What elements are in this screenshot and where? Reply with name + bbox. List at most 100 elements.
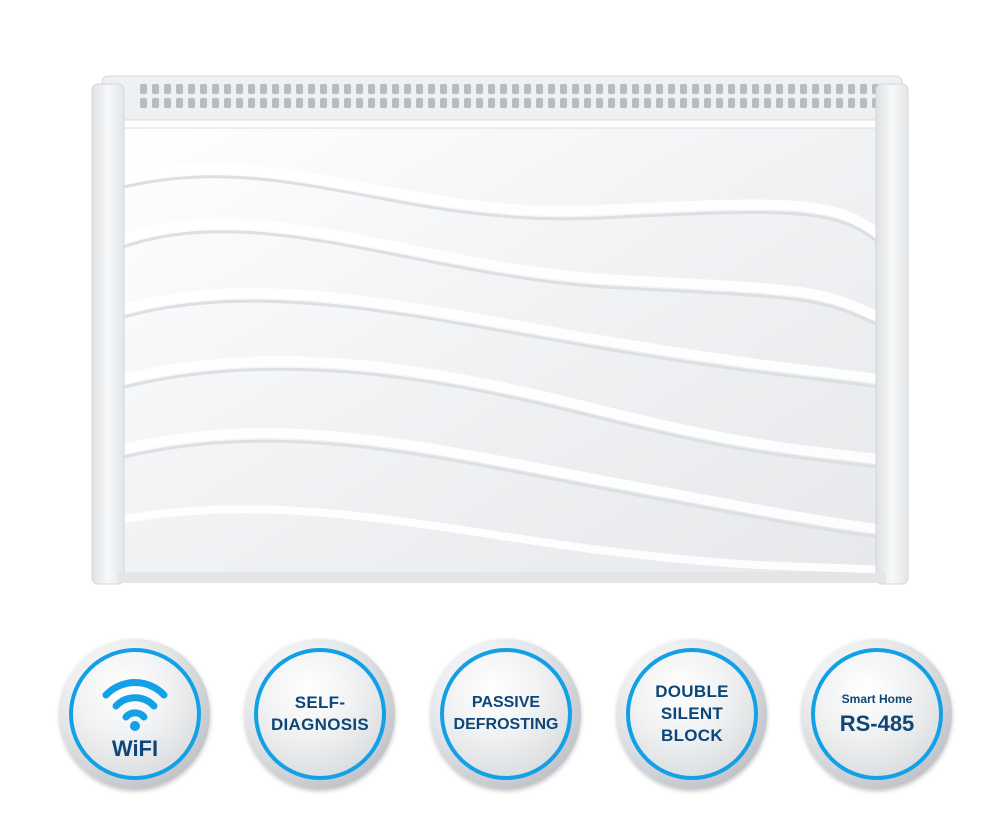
vent-slot — [392, 84, 399, 94]
vent-slot — [692, 84, 699, 94]
vent-slot — [704, 84, 711, 94]
vent-slot — [356, 98, 363, 108]
vent-slot — [680, 84, 687, 94]
vent-slot — [344, 84, 351, 94]
vent-slot — [392, 98, 399, 108]
vent-slot — [596, 84, 603, 94]
vent-slot — [488, 98, 495, 108]
vent-slot — [284, 98, 291, 108]
vent-slot — [644, 84, 651, 94]
product-image — [91, 75, 909, 585]
vent-slot — [512, 84, 519, 94]
badge-line: DIAGNOSIS — [270, 715, 370, 734]
vent-slot — [272, 98, 279, 108]
vent-slot — [608, 98, 615, 108]
vent-slot — [428, 84, 435, 94]
vent-slot — [404, 98, 411, 108]
vent-slot — [248, 98, 255, 108]
vent-slot — [824, 98, 831, 108]
vent-slot — [404, 84, 411, 94]
vent-slot — [440, 98, 447, 108]
vent-slot — [140, 84, 147, 94]
vent-slot — [848, 84, 855, 94]
vent-slot — [500, 98, 507, 108]
vent-slot — [728, 98, 735, 108]
vent-slot — [836, 84, 843, 94]
vent-slot — [680, 98, 687, 108]
vent-slot — [380, 98, 387, 108]
badge-line: SELF- — [294, 693, 346, 712]
vent-slot — [704, 98, 711, 108]
vent-slot — [788, 98, 795, 108]
vent-slot — [428, 98, 435, 108]
vent-slot — [188, 84, 195, 94]
vent-slot — [740, 98, 747, 108]
vent-slot — [296, 98, 303, 108]
wifi-icon — [102, 679, 168, 731]
vent-slot — [668, 98, 675, 108]
vent-slot — [176, 84, 183, 94]
wifi-label: WiFI — [111, 736, 159, 761]
vent-slot — [248, 84, 255, 94]
vent-slot — [560, 98, 567, 108]
vent-slot — [596, 98, 603, 108]
vent-slot — [548, 84, 555, 94]
vent-slot — [572, 98, 579, 108]
vent-slot — [824, 84, 831, 94]
vent-slot — [728, 84, 735, 94]
vent-slot — [332, 98, 339, 108]
vent-slot — [200, 98, 207, 108]
vent-slot — [752, 84, 759, 94]
feature-badge-wifi: WiFI — [60, 639, 210, 789]
vent-slot — [740, 84, 747, 94]
vent-slot — [584, 98, 591, 108]
vent-slot — [308, 84, 315, 94]
rs485-label: RS-485 — [839, 711, 915, 736]
vent-slot — [584, 84, 591, 94]
vent-slot — [212, 98, 219, 108]
vent-slot — [524, 98, 531, 108]
vent-slot — [476, 84, 483, 94]
vent-slot — [536, 84, 543, 94]
vent-slot — [500, 84, 507, 94]
vent-slot — [812, 84, 819, 94]
vent-slot — [188, 98, 195, 108]
badge-line: DEFROSTING — [453, 716, 559, 733]
vent-slot — [164, 84, 171, 94]
vent-slot — [344, 98, 351, 108]
vent-slot — [464, 98, 471, 108]
vent-slot — [452, 98, 459, 108]
vent-slot — [812, 98, 819, 108]
vent-slot — [368, 98, 375, 108]
vent-slot — [320, 98, 327, 108]
vent-slot — [692, 98, 699, 108]
vent-slot — [764, 98, 771, 108]
badge-line: PASSIVE — [471, 694, 541, 711]
vent-slot — [860, 98, 867, 108]
top-vent-grille — [140, 84, 879, 108]
badge-line: SILENT — [660, 704, 724, 723]
vent-slot — [272, 84, 279, 94]
vent-slot — [452, 84, 459, 94]
vent-slot — [260, 84, 267, 94]
vent-slot — [152, 84, 159, 94]
feature-badge-smart-home: Smart Home RS-485 — [802, 639, 952, 789]
vent-slot — [212, 84, 219, 94]
vent-slot — [668, 84, 675, 94]
vent-slot — [788, 84, 795, 94]
vent-slot — [860, 84, 867, 94]
vent-slot — [644, 98, 651, 108]
vent-slot — [476, 98, 483, 108]
feature-badge-passive-defrosting: PASSIVE DEFROSTING — [431, 639, 581, 789]
vent-slot — [140, 98, 147, 108]
vent-slot — [632, 98, 639, 108]
vent-slot — [356, 84, 363, 94]
vent-slot — [560, 84, 567, 94]
vent-slot — [776, 98, 783, 108]
vent-slot — [332, 84, 339, 94]
vent-slot — [752, 98, 759, 108]
vent-slot — [632, 84, 639, 94]
smart-home-label: Smart Home — [841, 692, 913, 706]
vent-slot — [800, 84, 807, 94]
vent-slot — [176, 98, 183, 108]
